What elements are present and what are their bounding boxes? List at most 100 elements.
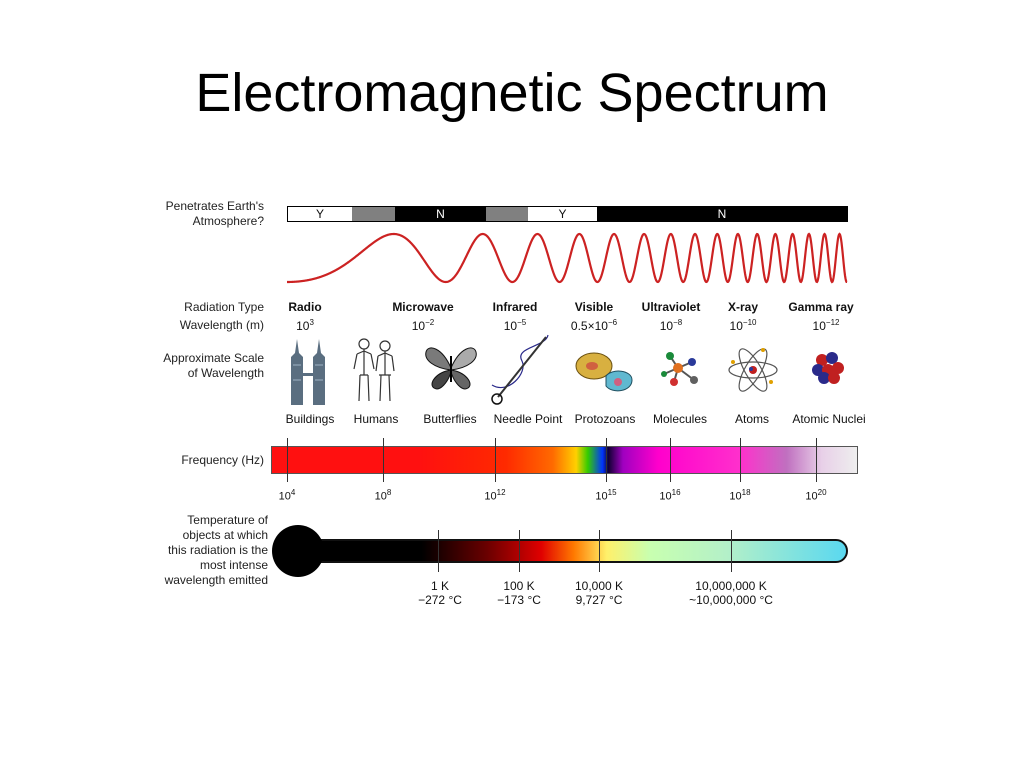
frequency-tick-line bbox=[287, 438, 288, 482]
temperature-tick-line bbox=[438, 530, 439, 572]
temperature-kelvin: 1 K bbox=[430, 579, 449, 593]
wavelength-label: Wavelength (m) bbox=[179, 318, 264, 332]
band-wavelength: 10−12 bbox=[771, 318, 881, 333]
temperature-tick: 1 K −272 °C bbox=[385, 579, 495, 607]
temperature-celsius: ~10,000,000 °C bbox=[689, 593, 773, 607]
band-wavelength: 103 bbox=[250, 318, 360, 333]
band-wavelength: 0.5×10−6 bbox=[539, 318, 649, 333]
wave-graphic bbox=[287, 232, 848, 284]
frequency-base: 10 bbox=[805, 490, 818, 503]
band-name: Microwave bbox=[392, 300, 454, 314]
frequency-base: 10 bbox=[729, 490, 742, 503]
wavelength-exponent: −5 bbox=[517, 318, 527, 327]
butterfly-icon bbox=[425, 347, 477, 390]
wavelength-exponent: −8 bbox=[673, 318, 683, 327]
temperature-tick: 10,000,000 K ~10,000,000 °C bbox=[676, 579, 786, 607]
wavelength-base: 10 bbox=[729, 319, 743, 333]
frequency-bar bbox=[271, 446, 858, 474]
temperature-label-line5: wavelength emitted bbox=[164, 573, 268, 587]
frequency-base: 10 bbox=[659, 490, 672, 503]
frequency-tick-line bbox=[383, 438, 384, 482]
frequency-tick: 104 bbox=[262, 488, 312, 503]
frequency-exponent: 20 bbox=[817, 488, 827, 497]
temperature-tick-line bbox=[519, 530, 520, 572]
wavelength-exponent: −10 bbox=[742, 318, 757, 327]
temperature-label: Temperature of objects at which this rad… bbox=[120, 513, 268, 588]
wavelength-base: 10 bbox=[411, 319, 426, 333]
temperature-tick: 100 K −173 °C bbox=[464, 579, 574, 607]
molecule-icon bbox=[661, 352, 698, 386]
scale-object: Needle Point bbox=[493, 412, 563, 426]
frequency-tick-line bbox=[495, 438, 496, 482]
penetrates-label: Penetrates Earth's Atmosphere? bbox=[130, 199, 264, 229]
humans-icon bbox=[353, 338, 395, 402]
nucleus-icon bbox=[812, 352, 844, 384]
wavelength-exponent: −12 bbox=[825, 318, 840, 327]
frequency-tick-line bbox=[606, 438, 607, 482]
temperature-celsius: −272 °C bbox=[418, 593, 462, 607]
frequency-tick: 1018 bbox=[715, 488, 765, 503]
scale-object: Atomic Nuclei bbox=[792, 412, 866, 426]
band-wavelength: 10−10 bbox=[688, 318, 798, 333]
thermometer-bulb bbox=[272, 525, 324, 577]
penetrates-label-line1: Penetrates Earth's bbox=[165, 199, 264, 213]
temperature-label-line2: objects at which bbox=[182, 528, 268, 542]
scale-label-line1: Approximate Scale bbox=[163, 351, 264, 365]
scale-label-line2: of Wavelength bbox=[187, 366, 264, 380]
band-name: Ultraviolet bbox=[641, 300, 701, 314]
band-name: Gamma ray bbox=[788, 300, 854, 314]
temperature-label-line1: Temperature of bbox=[187, 513, 268, 527]
wavelength-base: 10 bbox=[812, 319, 826, 333]
frequency-tick-line bbox=[816, 438, 817, 482]
band-name: Visible bbox=[574, 300, 614, 314]
frequency-exponent: 15 bbox=[607, 488, 617, 497]
frequency-tick: 1016 bbox=[645, 488, 695, 503]
temperature-tick-line bbox=[731, 530, 732, 572]
frequency-exponent: 4 bbox=[290, 488, 296, 497]
frequency-base: 10 bbox=[374, 490, 387, 503]
wavelength-base: 0.5×10 bbox=[570, 319, 608, 333]
frequency-tick: 1015 bbox=[581, 488, 631, 503]
frequency-tick: 108 bbox=[358, 488, 408, 503]
radiation-type-label: Radiation Type bbox=[184, 300, 264, 314]
frequency-base: 10 bbox=[595, 490, 608, 503]
penetrates-label-line2: Atmosphere? bbox=[192, 214, 264, 228]
scale-object: Butterflies bbox=[423, 412, 477, 426]
frequency-exponent: 18 bbox=[741, 488, 751, 497]
temperature-kelvin: 100 K bbox=[503, 579, 535, 593]
slide-title: Electromagnetic Spectrum bbox=[195, 63, 829, 123]
frequency-base: 10 bbox=[278, 490, 291, 503]
temperature-kelvin: 10,000,000 K bbox=[695, 579, 767, 593]
atmosphere-segment: N bbox=[597, 207, 847, 221]
band-wavelength: 10−8 bbox=[616, 318, 726, 333]
scale-object: Humans bbox=[353, 412, 399, 426]
atmosphere-segment bbox=[352, 207, 395, 221]
band-wavelength: 10−5 bbox=[460, 318, 570, 333]
frequency-exponent: 8 bbox=[386, 488, 392, 497]
frequency-base: 10 bbox=[484, 490, 497, 503]
atmosphere-segment bbox=[486, 207, 528, 221]
temperature-celsius: 9,727 °C bbox=[575, 593, 623, 607]
scale-object: Atoms bbox=[734, 412, 769, 426]
wavelength-base: 10 bbox=[296, 319, 310, 333]
atmosphere-segment: Y bbox=[288, 207, 352, 221]
wavelength-exponent: −2 bbox=[425, 318, 435, 327]
wavelength-base: 10 bbox=[659, 319, 674, 333]
scale-label: Approximate Scale of Wavelength bbox=[130, 351, 264, 381]
atmosphere-segment: Y bbox=[528, 207, 597, 221]
band-name: Infrared bbox=[492, 300, 538, 314]
protozoan-icon bbox=[575, 352, 633, 392]
wavelength-base: 10 bbox=[503, 319, 518, 333]
needle-icon bbox=[491, 334, 549, 405]
wavelength-exponent: −6 bbox=[607, 318, 618, 327]
thermometer-tube bbox=[300, 539, 848, 563]
frequency-exponent: 16 bbox=[671, 488, 681, 497]
band-wavelength: 10−2 bbox=[368, 318, 478, 333]
wavelength-exponent: 3 bbox=[309, 318, 314, 327]
atom-icon bbox=[728, 348, 778, 392]
atmosphere-bar: Y N Y N bbox=[287, 206, 848, 222]
frequency-exponent: 12 bbox=[496, 488, 506, 497]
temperature-label-line4: most intense bbox=[199, 558, 268, 572]
frequency-tick: 1020 bbox=[791, 488, 841, 503]
frequency-label: Frequency (Hz) bbox=[181, 453, 264, 467]
